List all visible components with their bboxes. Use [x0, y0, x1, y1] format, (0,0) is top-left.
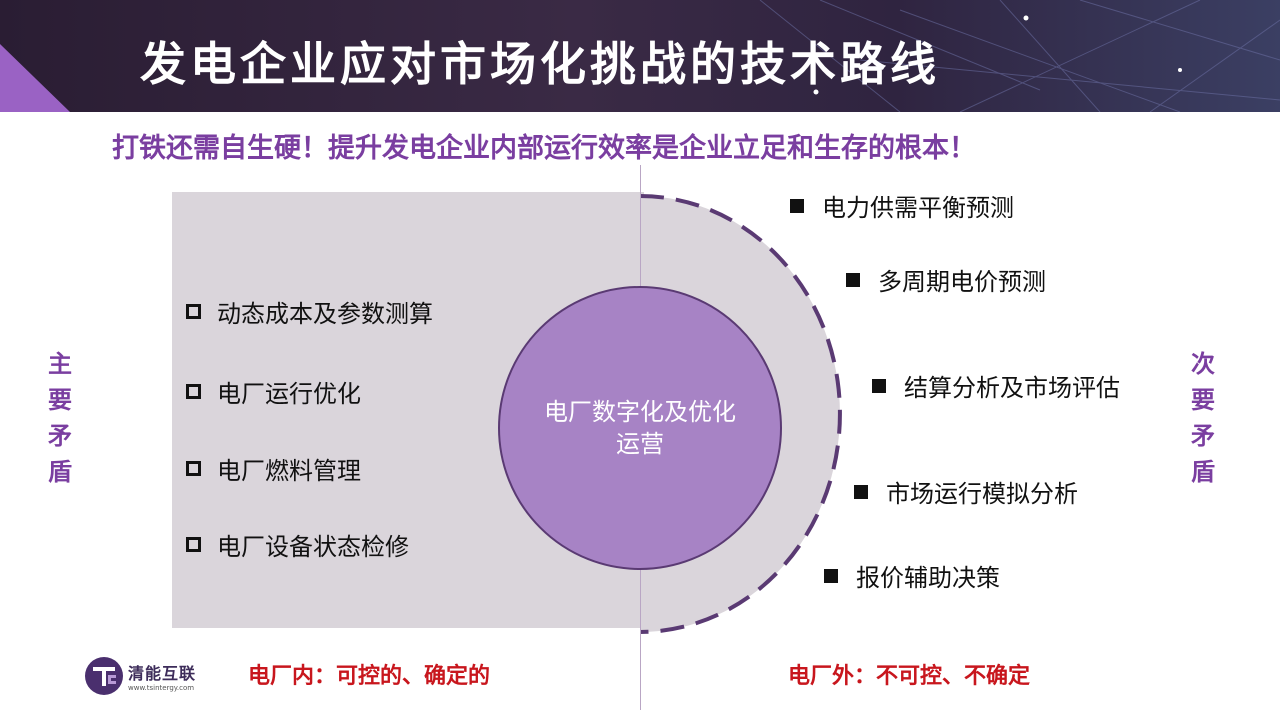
left-item-2: 电厂运行优化: [186, 374, 361, 409]
hollow-square-bullet-icon: [186, 384, 201, 399]
network-background-graphic: [759, 0, 1280, 112]
right-item-5: 报价辅助决策: [824, 558, 1000, 593]
logo-url: www.tsintergy.com: [128, 684, 195, 692]
side-label-char: 要: [48, 386, 72, 414]
left-item-3: 电厂燃料管理: [186, 451, 361, 486]
primary-contradiction-label: 主 要 矛 盾: [40, 346, 80, 490]
right-item-label: 市场运行模拟分析: [886, 480, 1078, 508]
right-item-2: 多周期电价预测: [846, 262, 1046, 297]
left-item-4: 电厂设备状态检修: [186, 527, 409, 562]
company-logo: 清能互联 www.tsintergy.com: [84, 654, 214, 698]
secondary-contradiction-label: 次 要 矛 盾: [1183, 346, 1223, 490]
right-item-4: 市场运行模拟分析: [854, 474, 1078, 509]
header-banner: 发电企业应对市场化挑战的技术路线: [0, 0, 1280, 112]
page-title: 发电企业应对市场化挑战的技术路线: [140, 37, 940, 91]
side-label-char: 矛: [1191, 422, 1215, 450]
right-item-label: 报价辅助决策: [856, 564, 1000, 592]
hollow-square-bullet-icon: [186, 537, 201, 552]
inside-plant-label: 电厂内：可控的、确定的: [248, 664, 491, 689]
outside-plant-label: 电厂外：不可控、不确定: [788, 664, 1031, 689]
right-item-3: 结算分析及市场评估: [872, 368, 1120, 403]
left-item-label: 电厂运行优化: [217, 380, 361, 408]
side-label-char: 主: [48, 350, 72, 378]
side-label-char: 要: [1191, 386, 1215, 414]
hollow-square-bullet-icon: [186, 461, 201, 476]
purple-corner-triangle: [0, 44, 70, 112]
side-label-char: 盾: [48, 458, 72, 486]
left-item-label: 动态成本及参数测算: [217, 300, 433, 328]
solid-square-bullet-icon: [872, 378, 886, 393]
left-item-label: 电厂设备状态检修: [217, 533, 409, 561]
solid-square-bullet-icon: [846, 272, 860, 287]
right-item-label: 电力供需平衡预测: [822, 194, 1014, 222]
center-circle: 电厂数字化及优化运营: [498, 286, 782, 570]
subtitle: 打铁还需自生硬！提升发电企业内部运行效率是企业立足和生存的根本！: [112, 133, 976, 164]
solid-square-bullet-icon: [824, 568, 838, 583]
side-label-char: 次: [1191, 350, 1215, 378]
center-circle-label: 电厂数字化及优化运营: [544, 397, 736, 458]
left-item-1: 动态成本及参数测算: [186, 294, 433, 329]
side-label-char: 矛: [48, 422, 72, 450]
logo-name: 清能互联: [128, 664, 197, 683]
right-item-1: 电力供需平衡预测: [790, 188, 1014, 223]
right-item-label: 多周期电价预测: [878, 268, 1046, 296]
left-item-label: 电厂燃料管理: [217, 457, 361, 485]
solid-square-bullet-icon: [790, 198, 804, 213]
hollow-square-bullet-icon: [186, 304, 201, 319]
solid-square-bullet-icon: [854, 484, 868, 499]
side-label-char: 盾: [1191, 458, 1215, 486]
right-item-label: 结算分析及市场评估: [904, 374, 1120, 402]
logo-mark-icon: [85, 657, 123, 695]
